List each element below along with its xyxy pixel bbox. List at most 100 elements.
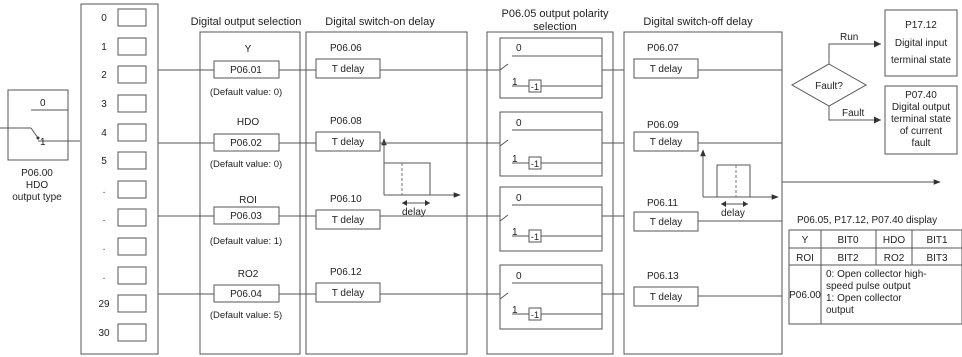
polarity-opt-0: 0 [516, 118, 522, 129]
display-cell: RO2 [884, 253, 905, 264]
polarity-opt-0: 0 [516, 271, 522, 282]
display-cell: BIT3 [926, 253, 948, 264]
display-desc: 1: Open collector [826, 293, 902, 304]
t-delay-label: T delay [650, 64, 683, 75]
hdo-param-line2: HDO [26, 180, 48, 191]
index-box [117, 8, 147, 27]
index-box [117, 294, 147, 313]
t-delay-label: T delay [332, 137, 365, 148]
t-delay-label: T delay [650, 217, 683, 228]
display-table-title: P06.05, P17.12, P07.40 display [797, 215, 937, 226]
on-delay-header: Digital switch-on delay [325, 16, 435, 28]
t-delay-label: T delay [332, 64, 365, 75]
index-label: 3 [101, 99, 107, 110]
input-state-line: Digital input [895, 38, 947, 49]
index-label: 4 [101, 128, 107, 139]
polarity-invert: -1 [531, 310, 539, 321]
index-label: . [103, 185, 106, 196]
switch-on-delay-panel: Digital switch-on delay P06.06 T delay P… [305, 16, 468, 355]
index-label: 29 [98, 299, 110, 310]
output-param: P06.03 [230, 211, 262, 222]
display-cell: BIT0 [837, 235, 859, 246]
index-label: 5 [101, 156, 107, 167]
display-cell: ROI [796, 253, 814, 264]
polarity-invert: -1 [531, 232, 539, 243]
digital-output-state-box: P07.40 Digital output terminal state of … [884, 85, 958, 155]
output-row-label: ROI [239, 195, 257, 206]
polarity-header-line2: selection [533, 21, 576, 33]
output-default: (Default value: 0) [210, 87, 282, 98]
t-delay-box [315, 209, 381, 230]
output-row-label: RO2 [238, 269, 259, 280]
switch-off-delay-panel: Digital switch-off delay P06.07 T delay … [623, 16, 783, 355]
input-state-line: terminal state [891, 55, 951, 66]
on-delay-wires [279, 69, 316, 295]
output-selection-header: Digital output selection [191, 16, 302, 28]
display-cell: HDO [883, 235, 905, 246]
run-label: Run [840, 32, 858, 43]
display-desc: speed pulse output [826, 281, 911, 292]
polarity-opt-1: 1 [512, 154, 518, 165]
display-desc: 0: Open collector high- [826, 269, 927, 280]
polarity-opt-1: 1 [512, 77, 518, 88]
polarity-opt-0: 0 [516, 193, 522, 204]
off-delay-header: Digital switch-off delay [643, 16, 753, 28]
terminal-index-column: 0 1 2 3 4 5 . . . . 29 30 [80, 3, 159, 355]
t-delay-label: T delay [332, 215, 365, 226]
output-default: (Default value: 0) [210, 159, 282, 170]
index-box [117, 180, 147, 199]
index-box [117, 266, 147, 285]
off-delay-timing-sketch: delay [700, 149, 779, 219]
index-box [117, 123, 147, 142]
output-default: (Default value: 5) [210, 310, 282, 321]
output-param: P06.04 [230, 289, 262, 300]
polarity-opt-1: 1 [512, 305, 518, 316]
off-delay-param: P06.07 [647, 43, 679, 54]
output-row-label: HDO [237, 117, 259, 128]
index-label: . [103, 242, 106, 253]
t-delay-box [315, 282, 381, 303]
index-box [117, 94, 147, 113]
output-state-line: of current [900, 126, 942, 137]
t-delay-box [633, 131, 699, 152]
display-table: P06.05, P17.12, P07.40 display Y BIT0 HD… [788, 215, 962, 325]
index-box [117, 237, 147, 256]
t-delay-box [633, 58, 699, 79]
polarity-invert: -1 [531, 82, 539, 93]
index-box [117, 65, 147, 84]
fault-decision: Fault? Run Fault [790, 32, 881, 124]
hdo-param: P06.00 [21, 168, 53, 179]
selection-wires [158, 69, 214, 295]
t-delay-label: T delay [650, 137, 683, 148]
index-box [117, 37, 147, 56]
off-delay-delay-label: delay [721, 208, 745, 219]
off-delay-param: P06.11 [647, 198, 678, 209]
digital-input-state-box: P17.12 Digital input terminal state [884, 9, 958, 77]
index-label: . [103, 213, 106, 224]
index-label: 2 [101, 70, 107, 81]
on-delay-param: P06.12 [330, 267, 362, 278]
output-row-label: Y [245, 44, 252, 55]
hdo-output-type-selector: 0 1 P06.00 HDO output type [0, 89, 80, 203]
off-delay-param: P06.13 [647, 271, 679, 282]
output-param: P06.01 [230, 65, 262, 76]
output-default: (Default value: 1) [210, 236, 282, 247]
display-cell: BIT1 [926, 235, 948, 246]
index-box [117, 151, 147, 170]
on-delay-param: P06.10 [330, 194, 362, 205]
output-state-line: terminal state [891, 114, 951, 125]
t-delay-box [315, 131, 381, 152]
index-label: . [103, 271, 106, 282]
output-state-param: P07.40 [905, 90, 937, 101]
output-selection-panel: Digital output selection Y P06.01 (Defau… [191, 16, 302, 355]
polarity-invert: -1 [531, 159, 539, 170]
off-delay-output-wires [698, 69, 941, 297]
t-delay-box [315, 58, 381, 79]
on-delay-param: P06.06 [330, 43, 362, 54]
index-box [117, 208, 147, 227]
t-delay-label: T delay [332, 288, 365, 299]
fault-decision-label: Fault? [815, 81, 843, 92]
display-p0600: P06.00 [789, 290, 821, 301]
t-delay-label: T delay [650, 292, 683, 303]
